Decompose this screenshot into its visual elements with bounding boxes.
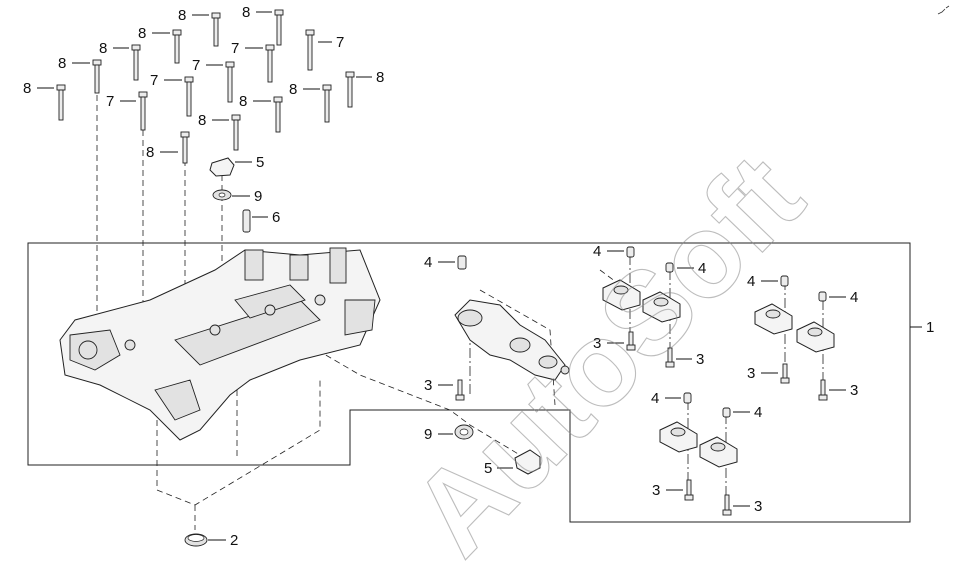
callout-label: 1 [926, 319, 934, 336]
camshaft-bearing-ladder [454, 299, 570, 381]
callout-label: 3 [593, 335, 601, 352]
callout-label: 3 [424, 377, 432, 394]
callout-label: 8 [23, 80, 31, 97]
cylinder-head [59, 247, 381, 441]
callout-label: 3 [652, 482, 660, 499]
callout-label: 8 [138, 25, 146, 42]
corner-mark-icon [937, 5, 950, 15]
callout-label: 3 [747, 365, 755, 382]
callout-label: 8 [239, 93, 247, 110]
callout-label: 4 [850, 289, 858, 306]
callout-label: 7 [106, 93, 114, 110]
callout-label: 7 [336, 34, 344, 51]
callout-label: 4 [593, 243, 601, 260]
callout-label: 3 [754, 498, 762, 515]
callout-label: 8 [146, 144, 154, 161]
callout-label: 4 [754, 404, 762, 421]
callout-label: 5 [256, 154, 264, 171]
callout-label: 4 [747, 273, 755, 290]
leader-lines [37, 11, 922, 541]
callout-label: 9 [424, 426, 432, 443]
callout-label: 8 [178, 7, 186, 24]
callout-label: 5 [484, 460, 492, 477]
callout-label: 4 [424, 254, 432, 271]
callout-label: 8 [289, 81, 297, 98]
callout-label: 8 [242, 4, 250, 21]
callout-label: 2 [230, 532, 238, 549]
dowel-pins [457, 246, 827, 418]
callout-label: 7 [231, 40, 239, 57]
callout-label: 8 [198, 112, 206, 129]
head-bolts [56, 9, 355, 164]
callout-label: 3 [696, 351, 704, 368]
cap-bolts [455, 331, 828, 516]
bearing-caps [602, 279, 835, 468]
assembly-frame [27, 242, 911, 523]
callout-label: 7 [150, 72, 158, 89]
callout-label: 9 [254, 188, 262, 205]
callout-label: 8 [99, 40, 107, 57]
callout-label: 3 [850, 382, 858, 399]
callout-label: 4 [698, 260, 706, 277]
callout-label: 6 [272, 209, 280, 226]
callout-label: 8 [58, 55, 66, 72]
callout-label: 7 [192, 57, 200, 74]
misc-parts [184, 157, 541, 547]
callout-label: 4 [651, 390, 659, 407]
callout-labels: 8 8 8 7 8 8 7 8 7 7 8 8 8 8 8 7 8 5 9 6 … [23, 4, 934, 549]
callout-label: 8 [376, 69, 384, 86]
